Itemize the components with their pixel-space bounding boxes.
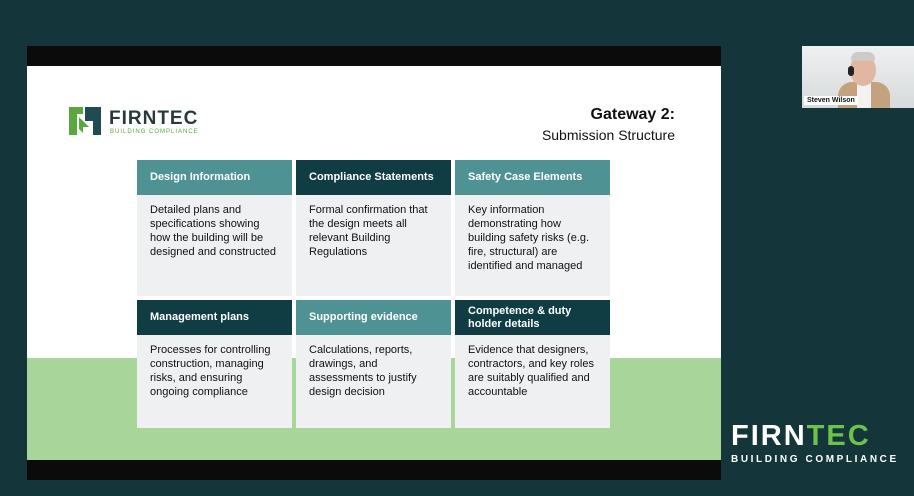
card-body: Detailed plans and specifications showin… (137, 195, 292, 296)
card-heading: Competence & duty holder details (455, 300, 610, 335)
participant-name-label: Steven Wilson (804, 96, 858, 105)
brand-name-part1: FIRN (731, 420, 807, 452)
slide-title: Gateway 2: (590, 106, 675, 123)
card-body: Processes for controlling construction, … (137, 335, 292, 428)
card-heading: Supporting evidence (296, 300, 451, 335)
submission-structure-grid: Design Information Detailed plans and sp… (137, 160, 611, 428)
headset-icon (848, 66, 854, 76)
slide-subtitle: Submission Structure (541, 127, 675, 143)
slide-logo-subtitle: BUILDING COMPLIANCE (110, 129, 199, 135)
brand-name: FIRNTEC (731, 420, 871, 453)
presentation-slide: FIRNTEC BUILDING COMPLIANCE Gateway 2: S… (27, 66, 721, 460)
participant-hair (851, 52, 875, 61)
card-body: Key information demonstrating how buildi… (455, 195, 610, 296)
brand-watermark: FIRNTEC BUILDING COMPLIANCE (728, 420, 908, 470)
participant-video-tile[interactable]: Steven Wilson (802, 46, 914, 108)
card-heading: Compliance Statements (296, 160, 451, 195)
firntec-logo-icon (69, 107, 101, 135)
brand-subtitle: BUILDING COMPLIANCE (731, 454, 899, 465)
participant-shirt (857, 82, 871, 108)
brand-name-part2: TEC (806, 420, 871, 452)
card-body: Formal confirmation that the design meet… (296, 195, 451, 296)
card-body: Evidence that designers, contractors, an… (455, 335, 610, 428)
card-body: Calculations, reports, drawings, and ass… (296, 335, 451, 428)
card-heading: Safety Case Elements (455, 160, 610, 195)
slide-logo: FIRNTEC BUILDING COMPLIANCE (69, 105, 229, 137)
slide-logo-name: FIRNTEC (109, 108, 199, 129)
card-heading: Design Information (137, 160, 292, 195)
card-heading: Management plans (137, 300, 292, 335)
